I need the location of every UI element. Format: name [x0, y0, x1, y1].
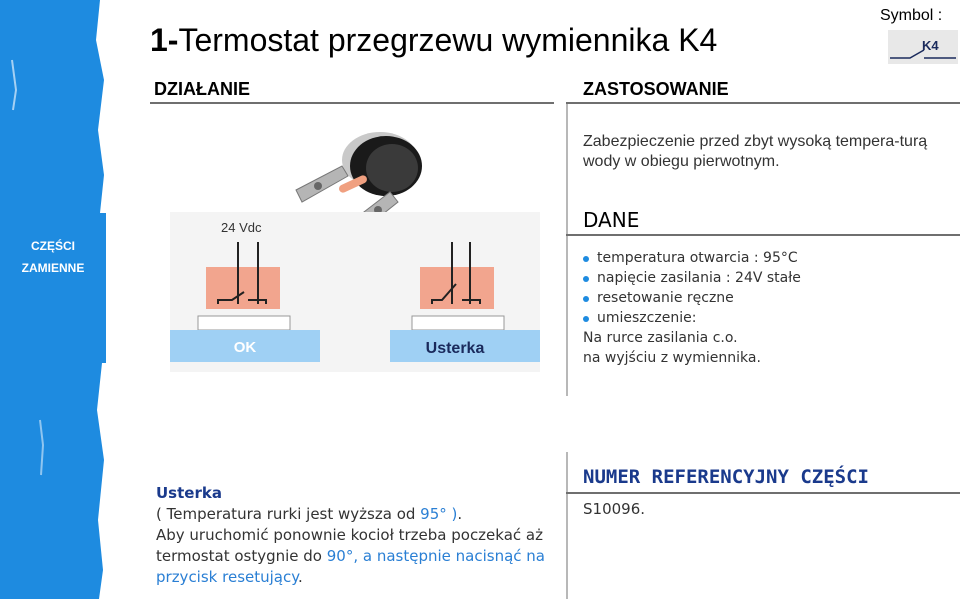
heading-zastosowanie: ZASTOSOWANIE — [583, 79, 729, 99]
sidebar-tab-line2: ZAMIENNE — [21, 261, 85, 275]
title-text: Termostat przegrzewu wymiennika K4 — [178, 22, 718, 58]
fault-line: przycisk resetujący. — [156, 568, 303, 586]
fault-line: termostat ostygnie do 90°, a następnie n… — [156, 547, 545, 565]
reference-title: NUMER REFERENCYJNY CZĘŚCI — [583, 466, 869, 488]
zastosowanie-text: Zabezpieczenie przed zbyt wysoką tempera… — [583, 133, 928, 170]
bullet-icon — [583, 256, 589, 262]
wiring-diagram: 24 Vdc OK Usterka — [170, 212, 540, 372]
dane-location-line: na wyjściu z wymiennika. — [583, 350, 761, 366]
fault-description: Usterka ( Temperatura rurki jest wyższa … — [156, 483, 586, 588]
thermostat-photo — [295, 132, 422, 227]
column-divider-top — [566, 104, 568, 396]
fault-line: Aby uruchomić ponownie kocioł trzeba poc… — [156, 526, 543, 544]
dane-location-line: Na rurce zasilania c.o. — [583, 330, 738, 346]
column-divider-bottom — [566, 452, 568, 599]
switch-symbol-icon: K4 — [888, 30, 958, 64]
voltage-label: 24 Vdc — [221, 220, 262, 235]
dane-item: resetowanie ręczne — [583, 288, 953, 308]
sidebar-tab-line1: CZĘŚCI — [30, 239, 75, 253]
dane-item: umieszczenie: — [583, 308, 953, 328]
dane-list: temperatura otwarcia : 95°C napięcie zas… — [583, 248, 953, 368]
heading-dzialanie: DZIAŁANIE — [154, 79, 250, 99]
bullet-icon — [583, 316, 589, 322]
page-title: 1-Termostat przegrzewu wymiennika K4 — [150, 22, 717, 59]
sidebar-decoration — [0, 0, 104, 599]
dane-item: napięcie zasilania : 24V stałe — [583, 268, 953, 288]
fault-heading: Usterka — [156, 484, 222, 502]
bullet-icon — [583, 276, 589, 282]
rule-dane — [566, 234, 960, 236]
dane-item: temperatura otwarcia : 95°C — [583, 248, 953, 268]
rule-reference — [566, 492, 960, 494]
fault-line: ( Temperatura rurki jest wyższa od 95° )… — [156, 505, 463, 523]
rule-zastosowanie — [566, 102, 960, 104]
ok-label: OK — [234, 339, 257, 356]
reference-value: S10096. — [583, 500, 646, 518]
fault-label: Usterka — [426, 340, 485, 357]
symbol-label: Symbol : — [880, 7, 943, 24]
sidebar-tab-spare-parts[interactable]: CZĘŚCI ZAMIENNE — [0, 213, 106, 363]
symbol-code: K4 — [922, 38, 939, 53]
title-number: 1- — [150, 22, 179, 58]
rule-dzialanie — [150, 102, 554, 104]
bullet-icon — [583, 296, 589, 302]
heading-dane: DANE — [583, 208, 640, 232]
